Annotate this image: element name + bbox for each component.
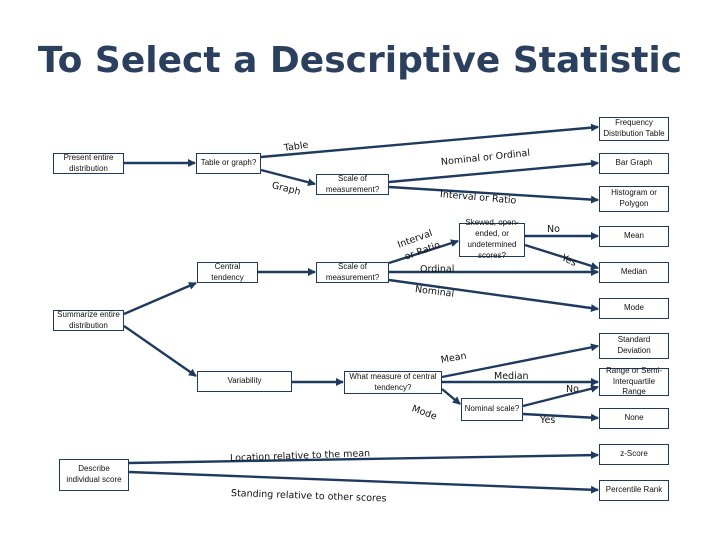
page-title: To Select a Descriptive Statistic	[37, 40, 683, 81]
arrow-graph-to-scale	[260, 168, 316, 187]
arrow-what-measure-to-std-dev	[441, 343, 599, 379]
arrow-scale-to-histogram	[388, 185, 599, 204]
skewed-scores-box: Skewed, open-ended, or undetermined scor…	[459, 218, 525, 260]
what-measure-box: What measure of central tendency?	[344, 371, 442, 394]
arrow-what-measure-to-nominal-scale	[441, 388, 461, 405]
yes-label-2: Yes	[540, 415, 556, 426]
mode-box: Mode	[599, 298, 669, 319]
arrow-scale-to-bar-graph	[388, 159, 599, 184]
arrow-nominal-scale-to-range	[522, 384, 599, 408]
arrow-describe-to-zscore	[128, 451, 599, 465]
bar-graph-box: Bar Graph	[599, 153, 669, 174]
describe-individual-score-box: Describe individual score	[59, 459, 129, 491]
none-box: None	[599, 408, 669, 429]
arrow-table-to-frequency	[260, 123, 599, 159]
arrow-describe-to-percentile	[128, 470, 599, 494]
present-entire-distribution-box: Present entire distribution	[53, 153, 124, 174]
frequency-distribution-table-box: Frequency Distribution Table	[599, 117, 669, 141]
z-score-box: z-Score	[599, 444, 669, 465]
histogram-or-polygon-box: Histogram or Polygon	[599, 186, 669, 212]
percentile-rank-box: Percentile Rank	[599, 480, 669, 501]
arrow-scale-to-mode	[388, 278, 599, 312]
summarize-entire-distribution-box: Summarize entire distribution	[53, 310, 124, 331]
variability-box: Variability	[197, 371, 292, 392]
median-label: Median	[494, 371, 529, 382]
no-label-2: No	[566, 384, 579, 395]
median-box: Median	[599, 262, 669, 283]
nominal-scale-box: Nominal scale?	[461, 398, 523, 421]
arrow-skewed-to-median	[524, 243, 599, 270]
arrow-summarize-to-variability	[123, 325, 197, 377]
central-tendency-box: Central tendency	[197, 262, 258, 283]
standard-deviation-box: Standard Deviation	[599, 333, 669, 359]
scale-of-measurement-box-1: Scale of measurement?	[316, 174, 389, 195]
arrow-scale-to-skewed	[388, 239, 459, 265]
arrow-summarize-to-central	[123, 281, 197, 316]
range-box: Range or Semi-Interquartile Range	[599, 366, 669, 396]
table-or-graph-box: Table or graph?	[196, 153, 261, 174]
mean-box: Mean	[599, 226, 669, 247]
arrow-nominal-scale-to-none	[522, 412, 599, 422]
no-label-1: No	[547, 224, 560, 235]
scale-of-measurement-box-2: Scale of measurement?	[316, 262, 389, 283]
ordinal-label: Ordinal	[420, 264, 455, 275]
